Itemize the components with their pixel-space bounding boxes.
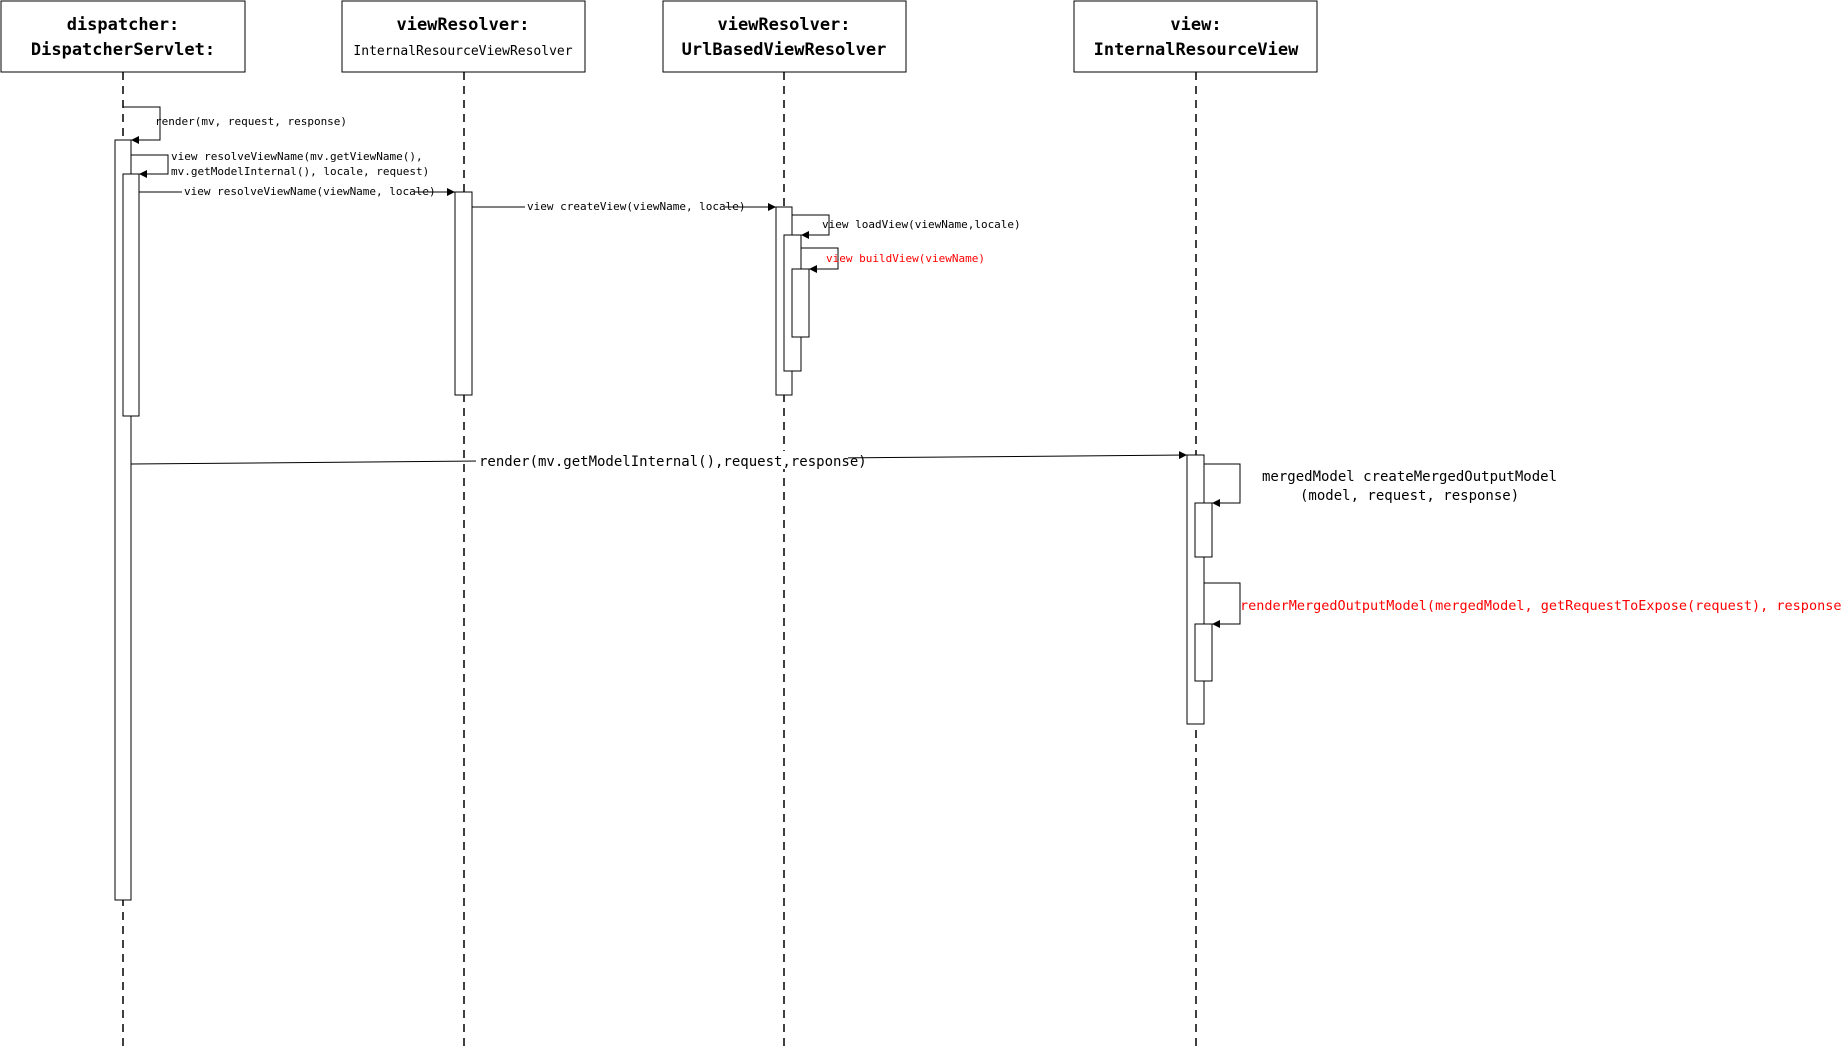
message-create-merged-model-self-label-line1: mergedModel createMergedOutputModel bbox=[1262, 469, 1557, 485]
participant-dispatcher-name: dispatcher: bbox=[67, 15, 180, 35]
message-load-view-self-label: view loadView(viewName,locale) bbox=[822, 218, 1021, 231]
participant-internal-view-name: view: bbox=[1170, 15, 1221, 35]
activation-dispatcher-inner bbox=[122, 173, 140, 417]
message-resolve-view-name-call-label: view resolveViewName(viewName, locale) bbox=[184, 185, 436, 198]
message-render-view-call-label: render(mv.getModelInternal(),request,res… bbox=[479, 454, 867, 470]
participant-dispatcher-type: DispatcherServlet: bbox=[31, 40, 215, 60]
activation-internal-view-merged-model bbox=[1194, 502, 1213, 558]
participant-internal-resolver-name: viewResolver: bbox=[396, 15, 529, 35]
message-create-merged-model-self-label-line2: (model, request, response) bbox=[1300, 488, 1519, 504]
message-create-merged-model-self-arrow bbox=[1204, 463, 1241, 507]
message-load-view-self-arrow bbox=[792, 214, 830, 239]
participant-internal-view-type: InternalResourceView bbox=[1094, 40, 1299, 60]
activation-internal-view-render-merged bbox=[1194, 623, 1213, 682]
participant-urlbased-resolver-type: UrlBasedViewResolver bbox=[682, 40, 887, 60]
participant-urlbased-resolver: viewResolver: UrlBasedViewResolver bbox=[662, 0, 907, 73]
participant-dispatcher: dispatcher: DispatcherServlet: bbox=[0, 0, 246, 73]
message-build-view-self-arrow bbox=[801, 247, 839, 273]
message-render-merged-self-label: renderMergedOutputModel(mergedModel, get… bbox=[1240, 598, 1842, 614]
participant-urlbased-resolver-name: viewResolver: bbox=[717, 15, 850, 35]
activation-internal-view bbox=[1186, 454, 1205, 725]
activation-urlbased-build bbox=[791, 268, 810, 338]
message-build-view-self-label: view buildView(viewName) bbox=[826, 252, 985, 265]
participant-internal-resolver-type: InternalResourceViewResolver bbox=[353, 44, 572, 59]
message-create-view-call-label: view createView(viewName, locale) bbox=[527, 200, 746, 213]
message-resolve-view-name-self-label-line1: view resolveViewName(mv.getViewName(), bbox=[171, 150, 423, 163]
participant-internal-resolver: viewResolver: InternalResourceViewResolv… bbox=[341, 0, 586, 73]
activation-internal-resolver bbox=[454, 191, 473, 396]
message-render-merged-self-arrow bbox=[1204, 582, 1241, 628]
message-render-self-label: render(mv, request, response) bbox=[155, 115, 347, 128]
participant-internal-view: view: InternalResourceView bbox=[1073, 0, 1318, 73]
message-render-self-arrow bbox=[123, 106, 161, 144]
message-resolve-view-name-self-label-line2: mv.getModelInternal(), locale, request) bbox=[171, 165, 429, 178]
message-resolve-view-name-self-arrow bbox=[131, 154, 169, 178]
